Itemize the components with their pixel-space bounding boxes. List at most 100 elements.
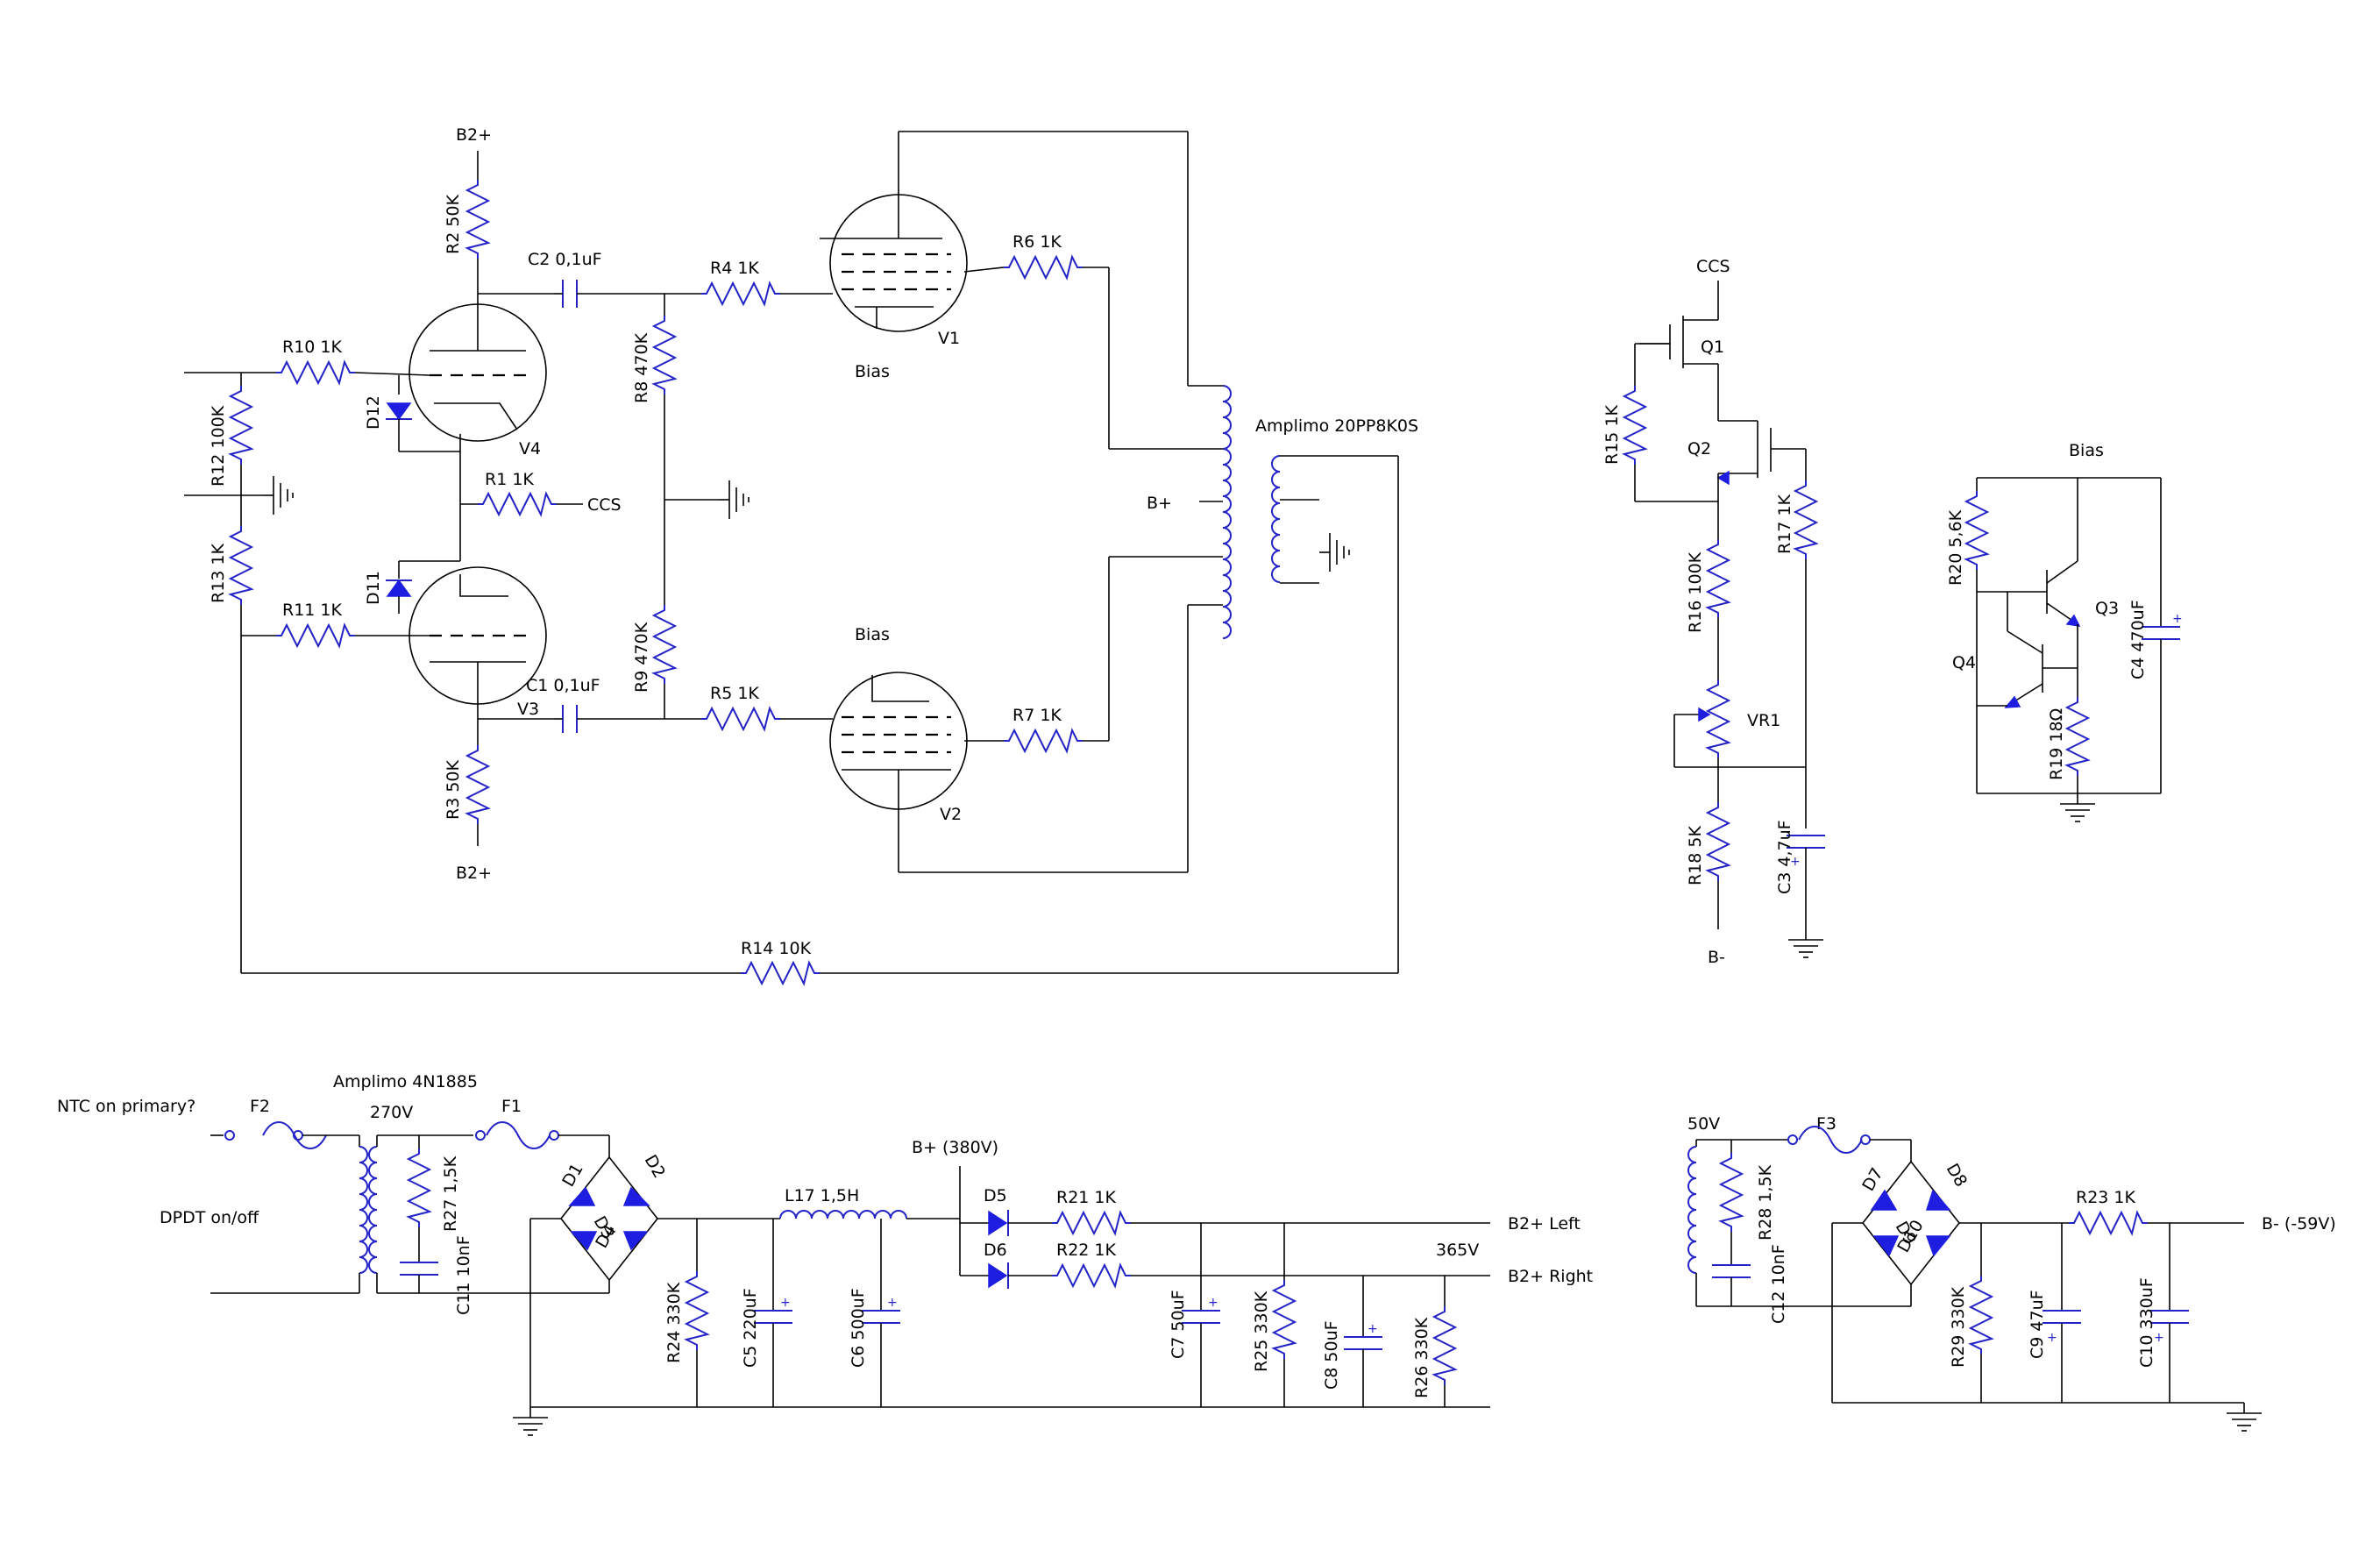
c12-label: C12 10nF: [1769, 1244, 1788, 1324]
r11-label: R11 1K: [282, 601, 343, 620]
bias-transformer-secondary: [1687, 1146, 1697, 1274]
b2plus-top-label: B2+: [456, 125, 492, 145]
r21-label: R21 1K: [1056, 1188, 1117, 1207]
bias-title-label: Bias: [2069, 441, 2104, 460]
capacitor-c2: [562, 279, 578, 309]
r28-label: R28 1,5K: [1756, 1164, 1775, 1241]
power-supply-section: NTC on primary? F2 Amplimo 4N1885 DPDT o…: [57, 1072, 1593, 1436]
r4-label: R4 1K: [710, 259, 759, 278]
f1-label: F1: [501, 1097, 522, 1116]
resistor-r19: [2066, 696, 2089, 777]
r17-label: R17 1K: [1775, 494, 1794, 554]
v50-label: 50V: [1687, 1114, 1720, 1134]
c8-label: C8 50uF: [1322, 1320, 1341, 1390]
v4-label: V4: [519, 439, 541, 459]
l17-label: L17 1,5H: [785, 1186, 859, 1205]
r8-label: R8 470K: [632, 332, 651, 403]
svg-text:+: +: [1790, 855, 1801, 869]
r14-label: R14 10K: [741, 939, 812, 958]
svg-text:+: +: [2047, 1331, 2057, 1345]
r29-label: R29 330K: [1949, 1286, 1968, 1368]
diode-d11: [386, 579, 412, 597]
ntc-label: NTC on primary?: [57, 1097, 195, 1116]
amplifier-section: B2+ R2 50K C2 0,1uF V4 R10 1K D12: [184, 125, 1418, 985]
r12-label: R12 100K: [209, 405, 228, 487]
svg-text:+: +: [2154, 1331, 2164, 1345]
c9-label: C9 47uF: [2028, 1290, 2047, 1359]
q4-label: Q4: [1952, 653, 1976, 672]
bias-section: Bias R20 5,6K Q3 Q4 R19 18Ω + C: [1946, 441, 2183, 822]
fuse-f1: [486, 1121, 551, 1149]
r15-label: R15 1K: [1602, 404, 1622, 465]
resistor-r1: [477, 493, 558, 515]
capacitor-c11: [399, 1262, 439, 1276]
svg-text:+: +: [1368, 1322, 1378, 1336]
capacitor-c8: [1343, 1336, 1383, 1350]
c11-label: C11 10nF: [454, 1235, 473, 1315]
bplus380-label: B+ (380V): [912, 1138, 998, 1157]
ccs-section: CCS Q1 R15 1K Q2 R17 1K R16 10: [1602, 257, 1826, 967]
v1-label: V1: [938, 329, 960, 348]
svg-text:+: +: [887, 1296, 898, 1310]
resistor-r2: [466, 179, 489, 260]
capacitor-c9: [2042, 1310, 2082, 1324]
r13-label: R13 1K: [209, 543, 228, 603]
d5-label: D5: [984, 1186, 1007, 1205]
bias-v2-label: Bias: [855, 625, 890, 644]
resistor-r25: [1273, 1279, 1296, 1360]
resistor-r12: [230, 385, 252, 466]
c2-label: C2 0,1uF: [528, 250, 602, 269]
f2-label: F2: [250, 1097, 270, 1116]
ccs-left-label: CCS: [587, 495, 622, 515]
diode-d6: [988, 1262, 1008, 1289]
c10-label: C10 330uF: [2137, 1277, 2156, 1368]
resistor-r11: [275, 624, 356, 647]
resistor-r13: [230, 525, 252, 606]
capacitor-c12: [1711, 1264, 1751, 1278]
resistor-r9: [653, 604, 676, 685]
r1-label: R1 1K: [485, 470, 534, 489]
negative-supply-section: 50V F3 R28 1,5K C12 10nF D7 D8 D9 D10: [1687, 1114, 2336, 1432]
dpdt-label: DPDT on/off: [160, 1208, 259, 1227]
c7-label: C7 50uF: [1169, 1290, 1188, 1359]
resistor-r10: [275, 361, 356, 384]
bminus59-label: B- (-59V): [2262, 1214, 2336, 1234]
capacitor-c1: [562, 704, 578, 734]
b2plus-bottom-label: B2+: [456, 864, 492, 883]
diode-d12: [386, 402, 412, 421]
resistor-r14: [740, 962, 821, 985]
diode-d9: [1872, 1235, 1900, 1257]
ccs-right-label: CCS: [1696, 257, 1730, 276]
svg-text:+: +: [1208, 1296, 1218, 1310]
svg-text:+: +: [2172, 612, 2183, 626]
r26-label: R26 330K: [1412, 1317, 1432, 1398]
resistor-r18: [1707, 801, 1730, 882]
d12-label: D12: [364, 395, 383, 430]
resistor-r8: [653, 315, 676, 395]
resistor-r27: [408, 1148, 430, 1228]
resistor-r4: [700, 282, 781, 305]
q2-label: Q2: [1687, 439, 1711, 459]
r7-label: R7 1K: [1012, 706, 1062, 725]
resistor-r23: [2068, 1212, 2149, 1234]
b2left-label: B2+ Left: [1508, 1214, 1581, 1234]
resistor-r6: [1003, 256, 1083, 279]
d11-label: D11: [364, 571, 383, 605]
resistor-r16: [1707, 538, 1730, 619]
c1-label: C1 0,1uF: [526, 676, 600, 695]
diode-d2: [622, 1186, 650, 1206]
r25-label: R25 330K: [1252, 1290, 1271, 1372]
r6-label: R6 1K: [1012, 232, 1062, 252]
r24-label: R24 330K: [664, 1282, 684, 1363]
inductor-l17: [779, 1210, 907, 1219]
resistor-r15: [1623, 385, 1646, 466]
vr1-label: VR1: [1747, 711, 1780, 730]
c3-label: C3 4,7uF: [1775, 820, 1794, 894]
q3-label: Q3: [2095, 599, 2119, 618]
r2-label: R2 50K: [444, 194, 463, 254]
diode-d10: [1925, 1235, 1951, 1257]
r18-label: R18 5K: [1686, 825, 1705, 885]
output-transformer-primary: [1222, 385, 1232, 639]
resistor-r26: [1433, 1305, 1456, 1386]
diode-d7: [1870, 1189, 1898, 1211]
